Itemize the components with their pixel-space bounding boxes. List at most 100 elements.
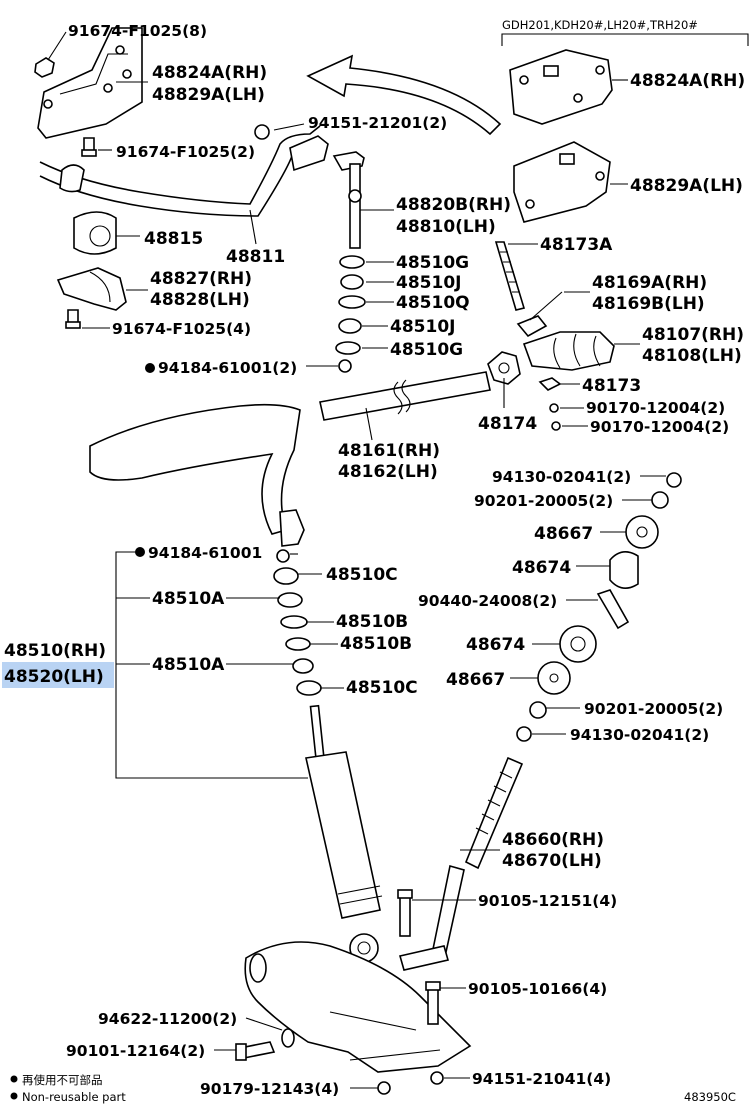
torsion-bar-48660-drawing [398, 756, 524, 971]
label-p19: 48173A [540, 235, 613, 255]
variant-bracket-line [501, 33, 749, 46]
label-p18: 48829A(LH) [630, 176, 743, 196]
torsion-bar-48161-drawing [319, 371, 491, 421]
label-p44b: 48670(LH) [502, 851, 602, 871]
bolt-91674-f1025-4-drawing [65, 309, 81, 329]
stabilizer-link-48820b-drawing [332, 151, 365, 249]
label-p36: 48510C [326, 565, 398, 585]
label-p20b: 48169B(LH) [592, 294, 705, 314]
label-p45: 90105-12151(4) [478, 892, 617, 910]
label-p22: 48173 [582, 376, 641, 396]
label-p21a: 48107(RH) [642, 325, 744, 345]
label-p4: 91674-F1025(2) [116, 143, 255, 161]
stabilizer-bar-48811-drawing [39, 125, 329, 217]
label-p23: 48174 [478, 414, 537, 434]
upper-arm-drawing [89, 403, 305, 547]
label-p41: 48510C [346, 678, 418, 698]
label-p24: 90170-12004(2) [586, 399, 725, 417]
label-p35: 94184-61001 [148, 544, 262, 562]
label-p5b: 48810(LH) [396, 217, 496, 237]
label-p27: 90201-20005(2) [474, 492, 613, 510]
highlight-48520-lh [2, 662, 114, 688]
shock-absorber-drawing [305, 704, 383, 963]
label-p3: 94151-21201(2) [308, 114, 447, 132]
label-p8b: 48828(LH) [150, 290, 250, 310]
label-p49: 90179-12143(4) [200, 1080, 339, 1098]
leader-lines [82, 79, 666, 1089]
label-p12: 48510Q [396, 293, 470, 313]
non-reusable-marker-2 [135, 547, 145, 557]
label-p47: 94622-11200(2) [98, 1010, 237, 1028]
plate-48174-drawing [487, 351, 521, 385]
label-p46: 90105-10166(4) [468, 980, 607, 998]
label-p10: 48510G [396, 253, 469, 273]
label-p29: 48674 [512, 558, 571, 578]
label-p20a: 48169A(RH) [592, 273, 707, 293]
bolt-91674-f1025-drawing [34, 31, 67, 78]
legend-dot-jp [10, 1075, 18, 1083]
label-p25: 90170-12004(2) [590, 418, 729, 436]
lower-arm-drawing [244, 941, 472, 1073]
non-reusable-marker [145, 363, 155, 373]
label-p16b: 48162(LH) [338, 462, 438, 482]
bracket-48827-drawing [56, 267, 127, 311]
bracket-48824a-right-drawing [509, 49, 613, 125]
label-p13: 48510J [390, 317, 455, 337]
bolt-90105-10166-drawing [425, 981, 441, 1025]
label-p48: 90101-12164(2) [66, 1042, 205, 1060]
label-p50: 94151-21041(4) [472, 1070, 611, 1088]
bushing-stack-upper-drawing [335, 255, 366, 373]
label-p30: 90440-24008(2) [418, 592, 557, 610]
label-p14: 48510G [390, 340, 463, 360]
label-p34: 94130-02041(2) [570, 726, 709, 744]
bushing-stack-lower-drawing [273, 549, 322, 696]
direction-arrow-drawing [306, 54, 502, 136]
label-p38: 48510B [336, 612, 408, 632]
label-p9: 91674-F1025(4) [112, 320, 251, 338]
legend-dot-en [10, 1092, 18, 1100]
bushing-stack-right-drawing [516, 472, 682, 742]
label-p2b: 48829A(LH) [152, 85, 265, 105]
torque-arm-48107-drawing [522, 331, 615, 371]
label-p2a: 48824A(RH) [152, 63, 267, 83]
legend-en: Non-reusable part [22, 1090, 126, 1104]
label-p1: 91674-F1025(8) [68, 22, 207, 40]
label-p42: 48510(RH) [4, 641, 106, 661]
label-p6: 48815 [144, 229, 203, 249]
nut-94151-21041-drawing [430, 1071, 444, 1085]
label-p5a: 48820B(RH) [396, 195, 511, 215]
nut-94151-21201-drawing [254, 124, 270, 140]
label-p43[interactable]: 48520(LH) [4, 667, 104, 687]
label-p8a: 48827(RH) [150, 269, 252, 289]
bracket-48824a-drawing [37, 27, 143, 139]
label-p32: 48667 [446, 670, 505, 690]
bracket-48829a-right-drawing [513, 141, 611, 223]
label-p11: 48510J [396, 273, 461, 293]
label-p15: 94184-61001(2) [158, 359, 297, 377]
nut-90179-12143-drawing [377, 1081, 391, 1095]
label-p31: 48674 [466, 635, 525, 655]
label-p16a: 48161(RH) [338, 441, 440, 461]
variant-note: GDH201,KDH20#,LH20#,TRH20# [502, 18, 698, 32]
label-p44a: 48660(RH) [502, 830, 604, 850]
label-p17: 48824A(RH) [630, 71, 745, 91]
bolt-90101-12164-drawing [235, 1041, 276, 1061]
nut-90170-12004-drawing [549, 403, 561, 431]
label-p33: 90201-20005(2) [584, 700, 723, 718]
part-48173-drawing [538, 377, 562, 391]
bolt-90105-12151-drawing [397, 889, 413, 937]
label-p7: 48811 [226, 247, 285, 267]
bolt-91674-f1025-2-drawing [81, 137, 97, 157]
legend-jp: 再使用不可部品 [22, 1073, 103, 1087]
bushing-48815-drawing [73, 211, 117, 255]
label-p40: 48510A [152, 655, 225, 675]
label-p26: 94130-02041(2) [492, 468, 631, 486]
washer-94622-drawing [281, 1028, 295, 1048]
shock-assembly-bracket-lines [115, 551, 308, 779]
adjusting-bolt-48173a-drawing [494, 241, 526, 311]
anchor-arm-48169a-drawing [516, 291, 563, 338]
label-p39: 48510B [340, 634, 412, 654]
label-p28: 48667 [534, 524, 593, 544]
diagram-code: 483950C [684, 1090, 736, 1104]
